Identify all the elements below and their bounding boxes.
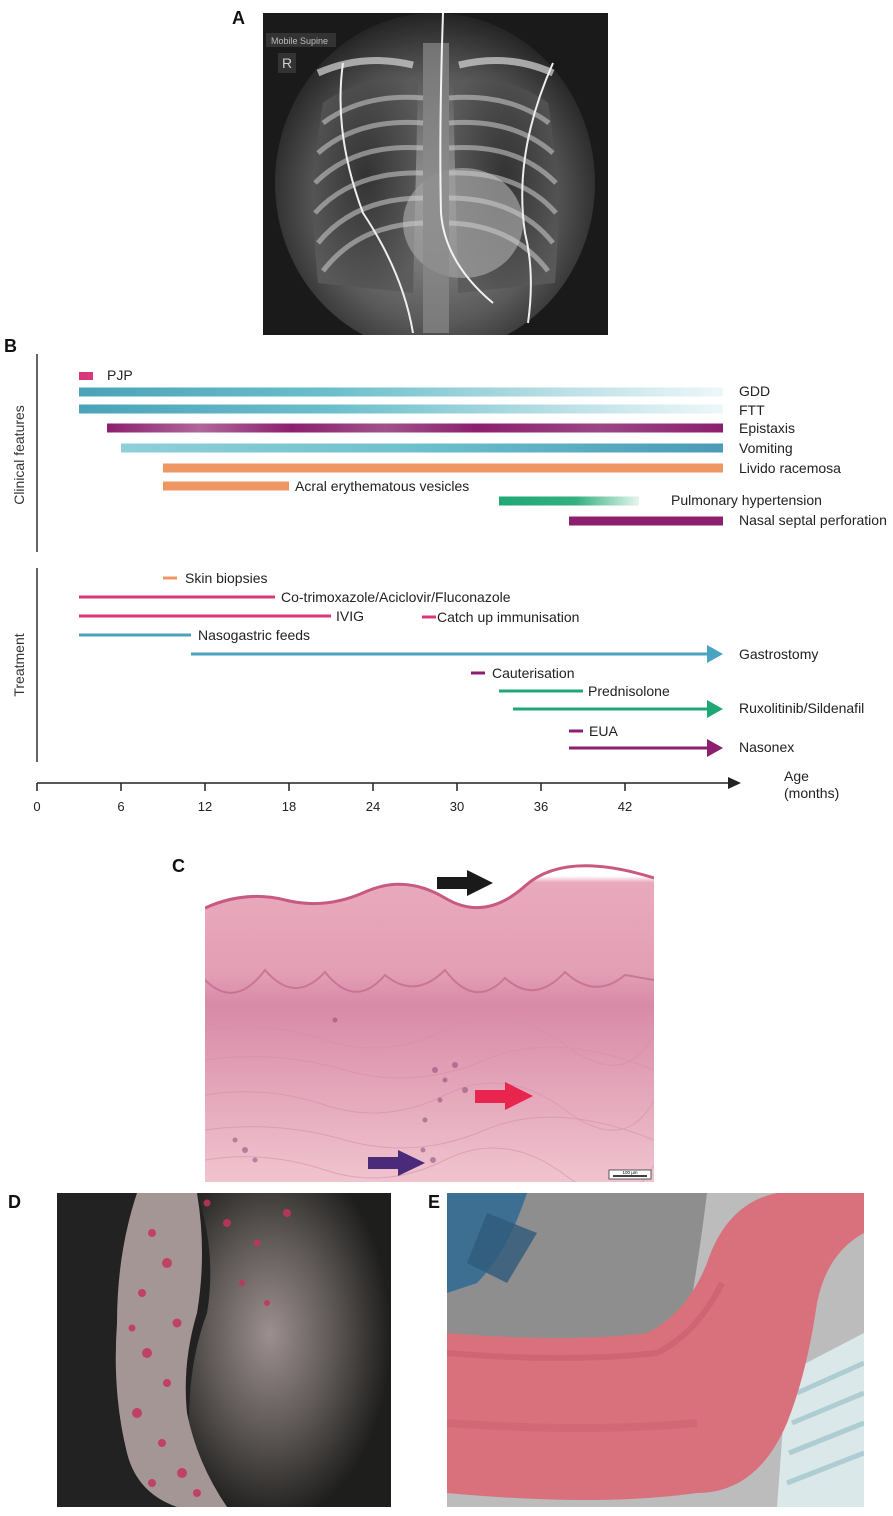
panel-label-c: C <box>172 856 185 876</box>
purple-arrow <box>368 1150 425 1176</box>
label-nasogastric-feeds: Nasogastric feeds <box>198 627 310 643</box>
panel-label-e: E <box>428 1192 441 1212</box>
scale-bar-label: 100 µm <box>622 1170 637 1175</box>
bar-ftt <box>79 404 723 414</box>
x-tick-label: 18 <box>282 799 296 814</box>
label-ftt: FTT <box>739 402 765 418</box>
label-co-trimoxazole-aciclovir-fluconazole: Co-trimoxazole/Aciclovir/Fluconazole <box>281 589 511 605</box>
panel-label-b: B <box>4 336 17 356</box>
x-axis-label: (months) <box>784 785 839 801</box>
chest-xray-image: Mobile Supine R <box>263 13 608 335</box>
x-tick-label: 36 <box>534 799 548 814</box>
label-eua: EUA <box>589 723 618 739</box>
x-axis-arrowhead <box>728 777 741 789</box>
label-vomiting: Vomiting <box>739 440 793 456</box>
label-ivig: IVIG <box>336 608 364 624</box>
label-prednisolone: Prednisolone <box>588 683 670 699</box>
x-axis-label: Age <box>784 768 809 784</box>
label-acral-erythematous-vesicles: Acral erythematous vesicles <box>295 478 469 494</box>
label-gdd: GDD <box>739 383 770 399</box>
label-cauterisation: Cauterisation <box>492 665 575 681</box>
bar-epistaxis <box>107 423 723 433</box>
label-ruxolitinib-sildenafil: Ruxolitinib/Sildenafil <box>739 700 864 716</box>
clinical-photo-arm-rash <box>57 1193 391 1507</box>
x-tick-label: 30 <box>450 799 464 814</box>
bar-vomiting <box>121 443 723 453</box>
label-gastrostomy: Gastrostomy <box>739 646 818 662</box>
panel-label-a: A <box>232 8 245 28</box>
bar-livido-racemosa <box>163 463 723 473</box>
timeline-chart: Clinical features Treatment PJP GDD FTT Epi… <box>11 354 887 814</box>
x-tick-label: 12 <box>198 799 212 814</box>
bar-pjp <box>79 372 93 380</box>
arrowhead-ruxolitinib-sildenafil <box>707 700 723 718</box>
label-epistaxis: Epistaxis <box>739 420 795 436</box>
label-nasonex: Nasonex <box>739 739 794 755</box>
label-pjp: PJP <box>107 367 133 383</box>
label-skin-biopsies: Skin biopsies <box>185 570 268 586</box>
group-label-clinical-features: Clinical features <box>11 405 27 505</box>
label-catch-up-immunisation: Catch up immunisation <box>437 609 579 625</box>
group-label-treatment: Treatment <box>11 633 27 696</box>
xray-side-marker: R <box>282 55 292 71</box>
panel-label-d: D <box>8 1192 21 1212</box>
bar-gdd <box>79 387 723 397</box>
x-tick-label: 6 <box>117 799 124 814</box>
red-arrow <box>475 1082 533 1110</box>
x-tick-label: 24 <box>366 799 380 814</box>
histology-image: 100 µm <box>205 860 654 1182</box>
x-tick-label: 0 <box>33 799 40 814</box>
arrowhead-gastrostomy <box>707 645 723 663</box>
bar-pulmonary-hypertension <box>499 496 639 506</box>
label-pulmonary-hypertension: Pulmonary hypertension <box>671 492 822 508</box>
black-arrow <box>437 870 493 896</box>
bar-nasal-septal-perforation <box>569 516 723 526</box>
bar-acral-erythematous-vesicles <box>163 481 289 491</box>
label-nasal-septal-perforation: Nasal septal perforation <box>739 512 887 528</box>
xray-orientation-label: Mobile Supine <box>271 36 328 46</box>
arrowhead-nasonex <box>707 739 723 757</box>
label-livido-racemosa: Livido racemosa <box>739 460 841 476</box>
clinical-photo-arm-livedo <box>447 1193 864 1507</box>
x-tick-label: 42 <box>618 799 632 814</box>
